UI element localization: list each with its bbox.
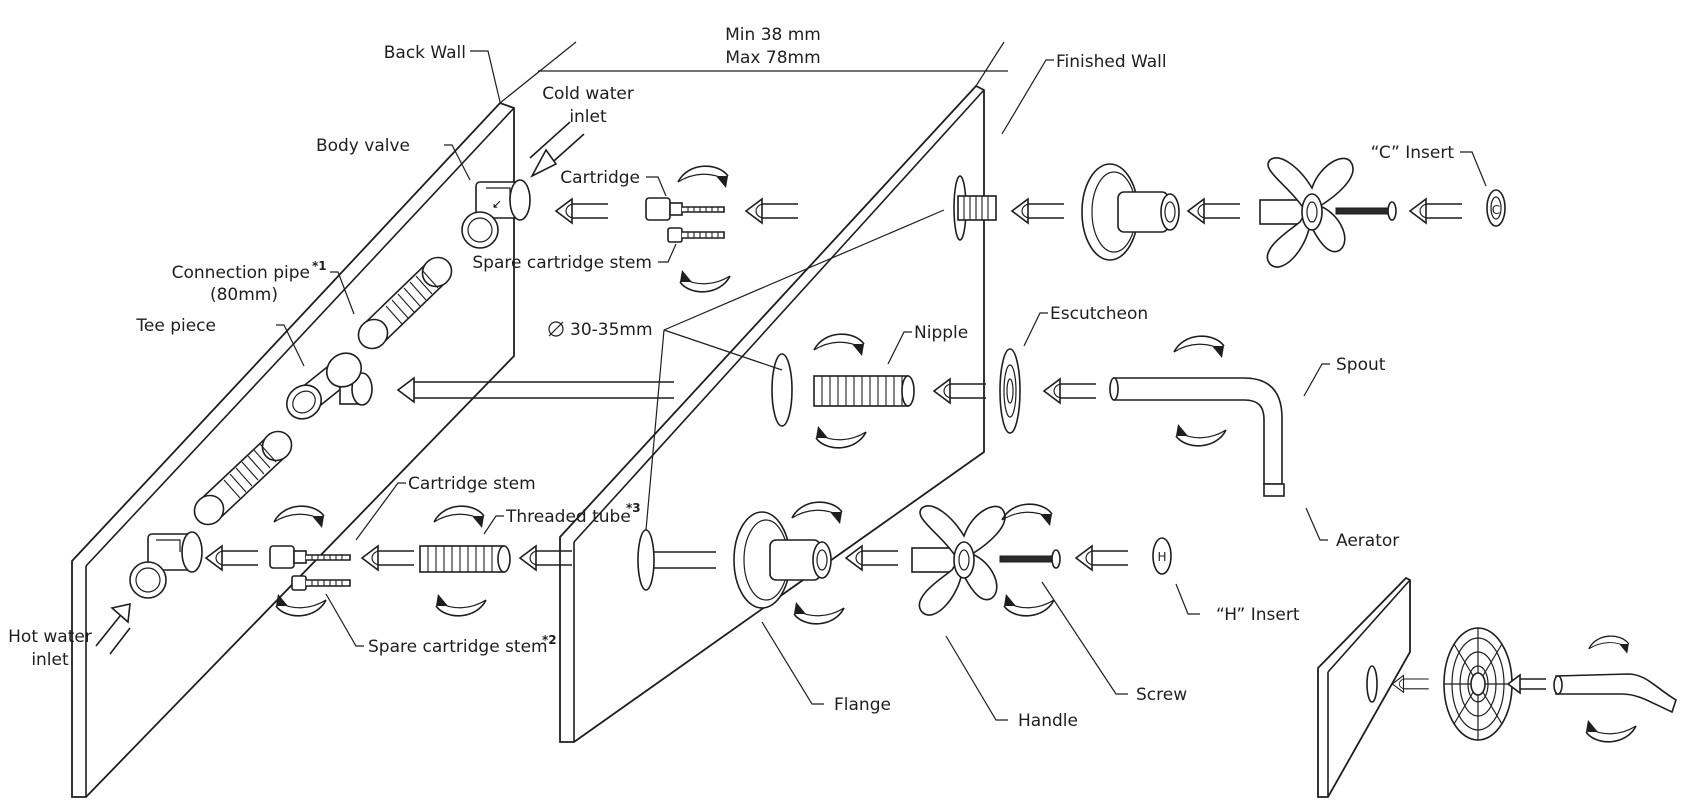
spout-pipe-arrow <box>396 376 674 404</box>
hot-spare-cartridge-stem <box>291 575 351 591</box>
flange-rotate-bottom <box>793 601 845 625</box>
upper-push-arrow-4 <box>1187 198 1241 224</box>
wall-depth-dimension: Min 38 mm Max 78mm <box>538 25 1008 72</box>
screw-rotate-bottom <box>1003 593 1055 617</box>
connection-pipe-label-line2: (80mm) <box>210 285 278 305</box>
spare-cartridge-stem-bottom-label: Spare cartridge stem <box>368 637 548 657</box>
h-insert-label: “H” Insert <box>1216 605 1300 625</box>
cold-handle <box>1259 157 1354 268</box>
threaded-tube-rotate-top <box>433 505 485 529</box>
hot-handle <box>911 505 1006 616</box>
cold-flange <box>1081 163 1180 261</box>
spout-label: Spout <box>1336 355 1386 375</box>
cold-cartridge <box>645 197 725 221</box>
cold-rotate-arrow-top <box>677 165 729 189</box>
connection-pipe-note: *1 <box>312 259 327 273</box>
screw-rotate-top <box>1001 503 1053 527</box>
diameter-icon <box>548 321 564 337</box>
c-insert-label: “C” Insert <box>1371 143 1455 163</box>
upper-push-arrow-3 <box>1011 198 1065 224</box>
inset-wall <box>1317 576 1411 798</box>
min-depth-label: Min 38 mm <box>725 25 821 45</box>
lower-connection-pipe <box>193 430 293 526</box>
cartridge-stem-label: Cartridge stem <box>408 474 536 494</box>
body-valve-label: Body valve <box>316 136 410 156</box>
aerator-label: Aerator <box>1336 531 1399 551</box>
hot-water-inlet-arrow <box>95 602 131 655</box>
tee-piece <box>285 352 373 420</box>
handle-label: Handle <box>1018 711 1078 731</box>
spout-escutcheon <box>999 348 1021 434</box>
threaded-tube-rotate-bottom <box>435 593 487 617</box>
c-insert: C <box>1486 189 1506 227</box>
cold-spare-cartridge-stem <box>667 227 725 243</box>
cold-body-valve: ↙ <box>461 179 531 249</box>
lower-push-arrow-4 <box>845 545 899 571</box>
threaded-tube-note: *3 <box>626 501 641 515</box>
h-insert-letter: H <box>1157 550 1166 564</box>
escutcheon-label: Escutcheon <box>1050 304 1148 324</box>
lower-threaded-tube <box>419 545 511 573</box>
inset-rotate-bottom <box>1585 719 1637 743</box>
hot-cartridge-rotate-bottom <box>275 593 327 617</box>
upper-connection-pipe <box>357 256 453 350</box>
finished-wall <box>559 41 1005 743</box>
upper-threaded-tube <box>953 175 997 241</box>
cold-rotate-arrow-bottom <box>679 269 731 293</box>
spare-cartridge-stem-top-label: Spare cartridge stem <box>472 253 652 273</box>
inset-push-arrow-1 <box>1391 674 1430 693</box>
upper-push-arrow-2 <box>745 198 799 224</box>
leader-lines <box>276 50 1487 721</box>
inset-decorative-escutcheon <box>1443 627 1513 741</box>
cold-screw <box>1335 201 1397 221</box>
nipple <box>771 353 915 427</box>
spare-cartridge-stem-note: *2 <box>542 633 557 647</box>
lower-push-arrow-2 <box>361 545 415 571</box>
hot-water-inlet-label-line1: Hot water <box>8 627 92 647</box>
cartridge-label: Cartridge <box>560 168 640 188</box>
back-wall <box>71 41 577 798</box>
hot-water-inlet-label-line2: inlet <box>31 650 69 670</box>
max-depth-label: Max 78mm <box>725 48 820 68</box>
flange-label: Flange <box>834 695 891 715</box>
inset-rotate-top <box>1588 635 1630 655</box>
spout-rotate-arrow-top <box>1173 335 1225 359</box>
upper-push-arrow-5 <box>1409 198 1463 224</box>
spout <box>1109 377 1285 497</box>
cold-water-inlet-arrow <box>529 121 585 178</box>
diameter-label: 30-35mm <box>570 320 653 340</box>
hot-screw <box>999 549 1061 569</box>
c-insert-letter: C <box>1492 203 1500 217</box>
upper-push-arrow-1 <box>555 198 609 224</box>
hot-flange <box>733 511 832 609</box>
hot-body-valve <box>129 531 203 599</box>
spout-rotate-arrow-bottom <box>1175 423 1227 447</box>
threaded-tube-label: Threaded tube <box>505 507 631 527</box>
cold-water-inlet-label-line1: Cold water <box>542 84 634 104</box>
h-insert: H <box>1152 537 1172 575</box>
finished-wall-label: Finished Wall <box>1056 52 1167 72</box>
inset-push-arrow-2 <box>1506 673 1546 695</box>
back-wall-label: Back Wall <box>384 43 466 63</box>
connection-pipe-label-line1: Connection pipe <box>172 263 310 283</box>
svg-text:↙: ↙ <box>492 197 502 211</box>
labels: Back Wall Finished Wall Cold water inlet… <box>8 43 1454 731</box>
inset-spout <box>1553 673 1677 714</box>
hot-cartridge-stem <box>269 545 351 569</box>
lower-push-arrow-5 <box>1075 545 1129 571</box>
spout-push-arrow-2 <box>1043 378 1097 404</box>
cold-water-inlet-label-line2: inlet <box>569 107 607 127</box>
tee-piece-label: Tee piece <box>135 316 216 336</box>
nipple-label: Nipple <box>914 323 968 343</box>
screw-label: Screw <box>1136 685 1187 705</box>
